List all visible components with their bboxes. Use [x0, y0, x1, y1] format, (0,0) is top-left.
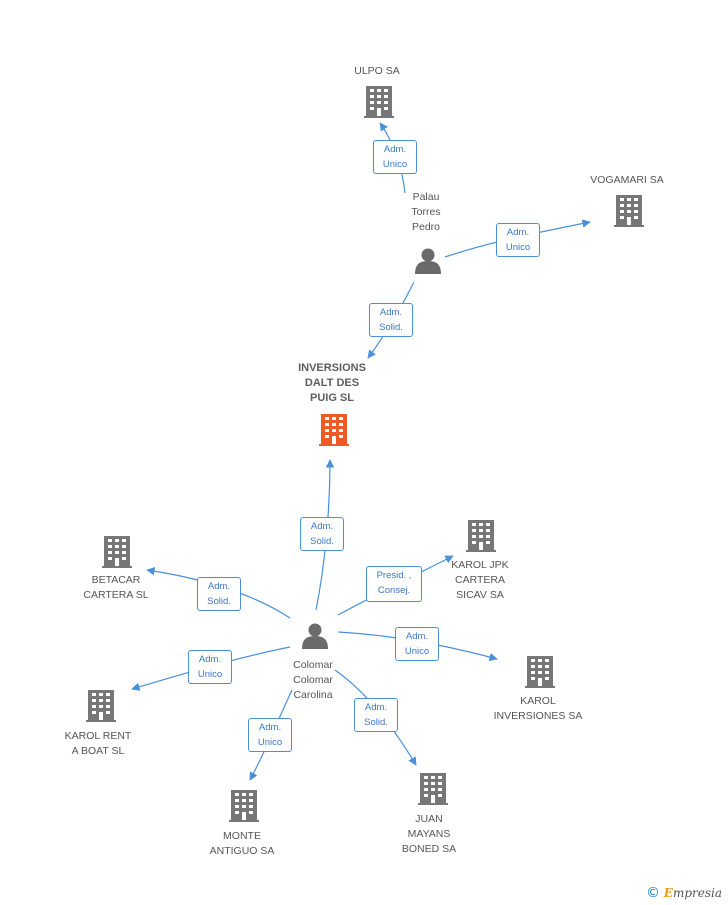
- building-icon-ulpo[interactable]: [364, 86, 394, 118]
- building-icon-vogamari[interactable]: [614, 195, 644, 227]
- edge-label-palau-ulpo: Adm. Unico: [373, 140, 417, 174]
- brand-initial: E: [663, 886, 673, 900]
- edge-label-colomar-juan: Adm. Solid.: [354, 698, 398, 732]
- node-label-karol-jpk[interactable]: KAROL JPK CARTERA SICAV SA: [451, 559, 509, 601]
- building-icon-betacar[interactable]: [102, 536, 132, 568]
- building-icon-karol-jpk[interactable]: [466, 520, 496, 552]
- person-icon-colomar[interactable]: [302, 623, 328, 650]
- node-label-betacar[interactable]: BETACAR CARTERA SL: [83, 574, 149, 601]
- edge-label-colomar-karol-jpk: Presid. , Consej.: [366, 566, 422, 602]
- edge-label-colomar-karol-inv: Adm. Unico: [395, 627, 439, 661]
- node-label-colomar[interactable]: Colomar Colomar Carolina: [293, 659, 333, 701]
- node-label-inversions[interactable]: INVERSIONS DALT DES PUIG SL: [298, 362, 366, 404]
- copyright-icon: ©: [645, 885, 660, 901]
- node-label-monte[interactable]: MONTE ANTIGUO SA: [209, 830, 275, 857]
- empresia-watermark: © Empresia: [646, 885, 722, 901]
- building-icon-monte[interactable]: [229, 790, 259, 822]
- edge-label-colomar-inversions: Adm. Solid.: [300, 517, 344, 551]
- building-icon-juan[interactable]: [418, 773, 448, 805]
- node-label-palau[interactable]: Palau Torres Pedro: [411, 191, 441, 233]
- edge-label-colomar-betacar: Adm. Solid.: [197, 577, 241, 611]
- building-icon-karol-rent[interactable]: [86, 690, 116, 722]
- node-label-karol-inv[interactable]: KAROL INVERSIONES SA: [493, 695, 583, 722]
- edge-label-colomar-monte: Adm. Unico: [248, 718, 292, 752]
- node-label-karol-rent[interactable]: KAROL RENT A BOAT SL: [64, 730, 132, 757]
- brand-name: mpresia: [672, 886, 722, 900]
- edge-label-colomar-karol-rent: Adm. Unico: [188, 650, 232, 684]
- node-label-juan[interactable]: JUAN MAYANS BONED SA: [401, 813, 457, 855]
- node-label-vogamari[interactable]: VOGAMARI SA: [590, 174, 664, 186]
- building-icon-inversions[interactable]: [319, 414, 349, 446]
- building-icon-karol-inv[interactable]: [525, 656, 555, 688]
- person-icon-palau[interactable]: [415, 248, 441, 275]
- node-label-ulpo[interactable]: ULPO SA: [354, 65, 400, 77]
- edge-label-palau-vogamari: Adm. Unico: [496, 223, 540, 257]
- edge-label-palau-inversions: Adm. Solid.: [369, 303, 413, 337]
